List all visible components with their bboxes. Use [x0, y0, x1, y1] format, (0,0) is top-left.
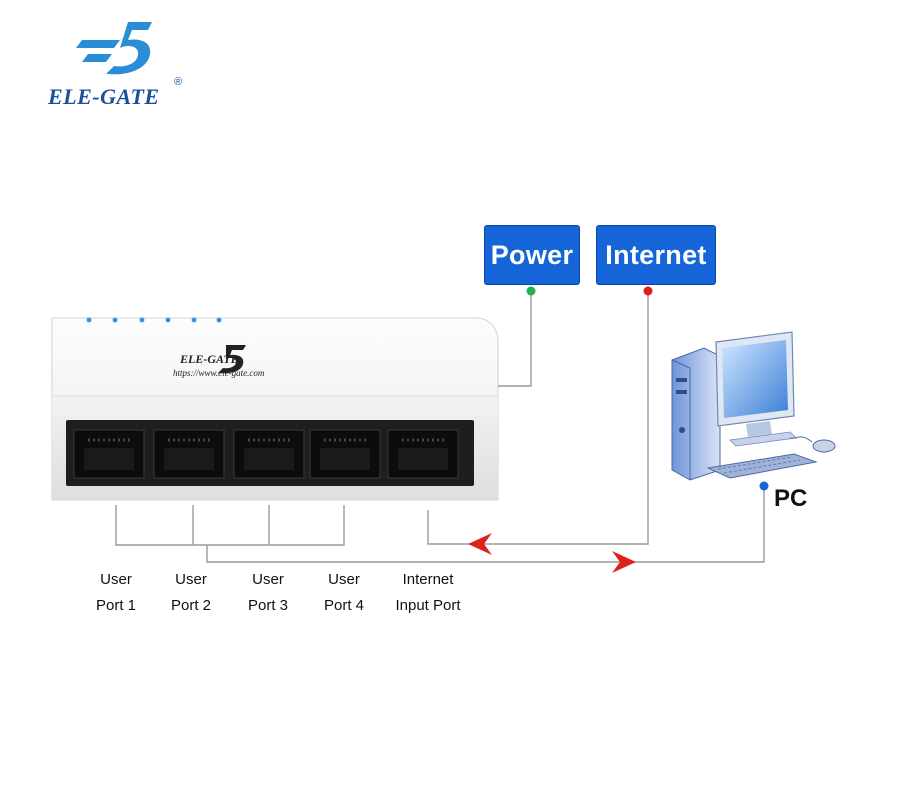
- port-label-line: User: [100, 571, 132, 588]
- port-label-line: Port 4: [323, 597, 365, 614]
- desktop-computer-icon: [671, 331, 836, 481]
- led-icon: [139, 317, 145, 323]
- port-label-user-1: User Port 1: [68, 567, 164, 619]
- port-label-user-2: User Port 2: [143, 567, 239, 619]
- port-label-line: Internet: [402, 571, 454, 588]
- internet-tag: Internet: [596, 225, 716, 285]
- port-label-line: User: [252, 571, 284, 588]
- internet-line: [427, 291, 649, 545]
- rj45-ports: [73, 429, 459, 479]
- port-label-line: Port 1: [95, 597, 137, 614]
- led-icon: [165, 317, 171, 323]
- led-icon: [191, 317, 197, 323]
- led-icon: [216, 317, 222, 323]
- pc-label: PC: [774, 485, 808, 512]
- logo-wordmark: ELE-GATE: [48, 84, 160, 109]
- registered-mark: ®: [174, 76, 183, 88]
- port-label-line: User: [328, 571, 360, 588]
- pc-line: [206, 486, 765, 563]
- status-leds: [86, 317, 222, 323]
- network-switch: ELE-GATE https://www.ele-gate.com: [51, 317, 499, 501]
- port-label-line: Input Port: [395, 597, 461, 614]
- e5-emblem-icon: [76, 22, 152, 75]
- arrow-right-icon: [612, 551, 636, 573]
- led-icon: [86, 317, 92, 323]
- port-label-line: Port 3: [247, 597, 289, 614]
- rj45-port-5-icon: [387, 429, 459, 479]
- pc-dot-icon: [759, 481, 769, 491]
- user-port-bracket: [115, 505, 345, 546]
- port-label-line: User: [175, 571, 207, 588]
- port-label-line: Port 2: [170, 597, 212, 614]
- port-label-internet-input: Internet Input Port: [380, 567, 476, 619]
- arrow-left-icon: [468, 533, 492, 555]
- device-url: https://www.ele-gate.com: [173, 368, 265, 378]
- rj45-port-1-icon: [73, 429, 145, 479]
- rj45-port-3-icon: [233, 429, 305, 479]
- power-tag: Power: [484, 225, 580, 285]
- power-dot-icon: [526, 286, 536, 296]
- led-icon: [112, 317, 118, 323]
- port-label-user-3: User Port 3: [220, 567, 316, 619]
- rj45-port-2-icon: [153, 429, 225, 479]
- brand-logo: ELE-GATE ®: [48, 18, 198, 118]
- rj45-port-4-icon: [309, 429, 381, 479]
- connection-lines: [115, 291, 765, 563]
- power-line: [498, 291, 532, 387]
- internet-dot-icon: [643, 286, 653, 296]
- device-brand: ELE-GATE: [179, 352, 239, 366]
- port-label-user-4: User Port 4: [296, 567, 392, 619]
